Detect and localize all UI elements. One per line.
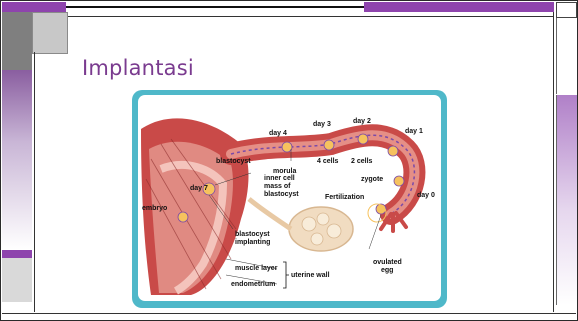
- left-decor-gradient: [2, 70, 32, 250]
- label-day7: day 7: [190, 185, 208, 192]
- four-cells-icon: [324, 140, 334, 150]
- label-2-cells: 2 cells: [351, 158, 373, 165]
- label-implanting-1: blastocyst: [235, 231, 270, 238]
- right-decor-gradient: [556, 95, 577, 305]
- slide-title: Implantasi: [82, 56, 194, 80]
- left-decor-accent: [2, 250, 32, 258]
- left-rule: [34, 52, 35, 312]
- label-ovulated-2: egg: [381, 267, 393, 274]
- label-inner-cell-2: mass of: [264, 183, 291, 190]
- label-blastocyst: blastocyst: [216, 158, 251, 165]
- label-zygote: zygote: [361, 176, 383, 183]
- embryo-icon: [178, 212, 188, 222]
- top-rule: [66, 16, 554, 17]
- label-muscle-layer: muscle layer: [235, 265, 278, 272]
- label-day3: day 3: [313, 121, 331, 128]
- top-divider-line: [66, 6, 366, 8]
- label-morula: morula: [273, 168, 296, 175]
- label-day0: day 0: [417, 192, 435, 199]
- right-decor-top: [556, 18, 577, 94]
- top-accent-bar-left: [2, 2, 66, 12]
- left-decor-bottom: [2, 258, 32, 302]
- right-rule: [553, 12, 554, 312]
- label-day1: day 1: [405, 128, 423, 135]
- day1-icon: [388, 146, 398, 156]
- morula-icon: [282, 142, 292, 152]
- label-4-cells: 4 cells: [317, 158, 339, 165]
- label-fertilization: Fertilization: [325, 194, 364, 201]
- top-left-decor-square: [32, 12, 68, 54]
- two-cells-icon: [358, 134, 368, 144]
- implantation-illustration: day 4 day 3 day 2 day 1 day 0 morula 4 c…: [131, 89, 448, 309]
- label-day2: day 2: [353, 118, 371, 125]
- bottom-rule: [2, 313, 576, 314]
- label-embryo: embryo: [142, 205, 167, 212]
- label-uterine-wall: uterine wall: [291, 272, 330, 279]
- label-inner-cell-3: blastocyst: [264, 191, 299, 198]
- top-right-corner-box: [556, 2, 577, 18]
- zygote-day0-icon: [394, 176, 404, 186]
- implantation-diagram: day 4 day 3 day 2 day 1 day 0 morula 4 c…: [131, 89, 448, 309]
- label-endometrium: endometrium: [231, 281, 275, 288]
- top-accent-bar-right: [364, 2, 554, 12]
- label-implanting-2: implanting: [235, 239, 270, 246]
- label-day4: day 4: [269, 130, 287, 137]
- label-ovulated-1: ovulated: [373, 259, 402, 266]
- label-inner-cell-1: inner cell: [264, 175, 295, 182]
